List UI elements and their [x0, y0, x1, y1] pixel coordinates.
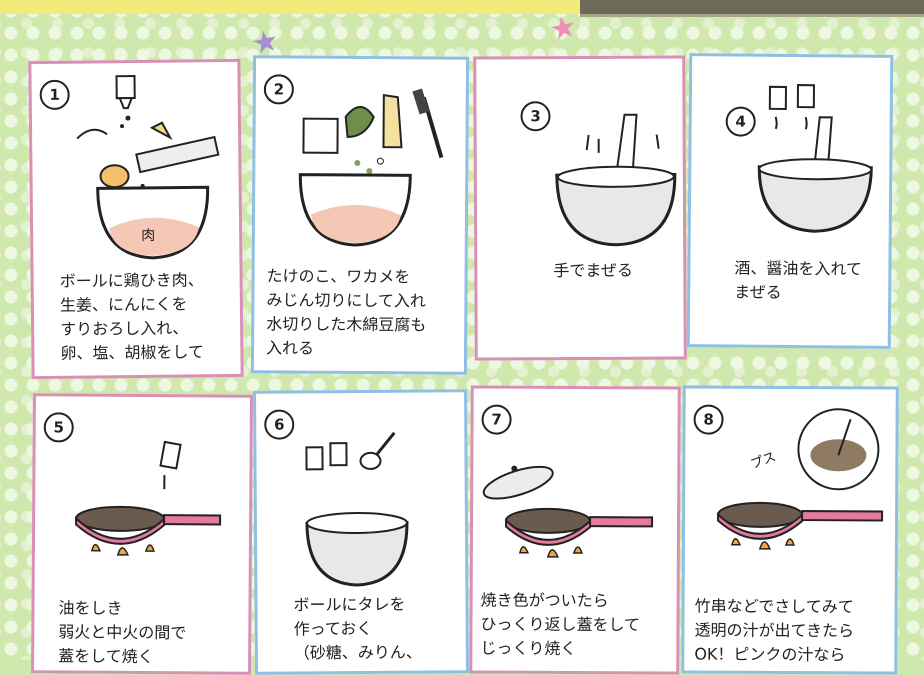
bowl-sauce-illustration [757, 84, 873, 233]
header-photo-strip [580, 0, 924, 17]
sizzle-label: プス [749, 450, 779, 473]
step-panel-1: 1 肉 ボールに鶏ひき肉、 生姜、にんにくを すりおろし入れ、 卵、塩、胡椒をし… [28, 58, 244, 380]
step-panel-7: 7 焼き色がついたら ひっくり返し蓋をして じっくり焼く [469, 385, 681, 675]
step-panel-5: 5 油をしき 弱火と中火の間で 蓋をして焼く [31, 393, 253, 675]
header-yellow-band [0, 0, 580, 14]
step-panel-2: 2 たけのこ、ワカメを みじん切りにして入れ 水切りした木綿豆腐も 入れる [250, 55, 470, 375]
step-text: 竹串などでさしてみて 透明の汁が出てきたら OK！ピンクの汁なら [694, 596, 855, 665]
step-text: 酒、醤油を入れて まぜる [734, 258, 863, 302]
bowl-meat-illustration: 肉 [76, 74, 220, 260]
step-text: ボールにタレを 作っておく （砂糖、みりん、 [293, 594, 422, 663]
step-text: 手でまぜる [553, 260, 633, 281]
step-panel-6: 6 ボールにタレを 作っておく （砂糖、みりん、 [253, 389, 469, 675]
frying-pan-illustration [75, 440, 222, 556]
step-panel-8: 8 プス 竹串などでさしてみて 透明の汁が出てきたら OK！ピンクの汁なら [681, 385, 899, 675]
step-text: 焼き色がついたら ひっくり返し蓋をして じっくり焼く [480, 590, 641, 659]
bowl-mixing-hand-illustration [555, 113, 677, 247]
step-panel-3: 3 手でまぜる [473, 55, 687, 361]
meat-label: 肉 [141, 228, 155, 244]
pan-with-lid-illustration [482, 465, 654, 558]
step-text: 油をしき 弱火と中火の間で 蓋をして焼く [58, 598, 187, 667]
bowl-seasoning-illustration [305, 431, 409, 587]
step-panel-4: 4 酒、醤油を入れて まぜる [686, 53, 894, 349]
bowl-bamboo-wakame-illustration [298, 88, 444, 247]
step-text: ボールに鶏ひき肉、 生姜、にんにくを すりおろし入れ、 卵、塩、胡椒をして [59, 270, 205, 363]
pan-skewer-test-illustration: プス [717, 408, 884, 550]
step-text: たけのこ、ワカメを みじん切りにして入れ 水切りした木綿豆腐も 入れる [266, 266, 427, 358]
